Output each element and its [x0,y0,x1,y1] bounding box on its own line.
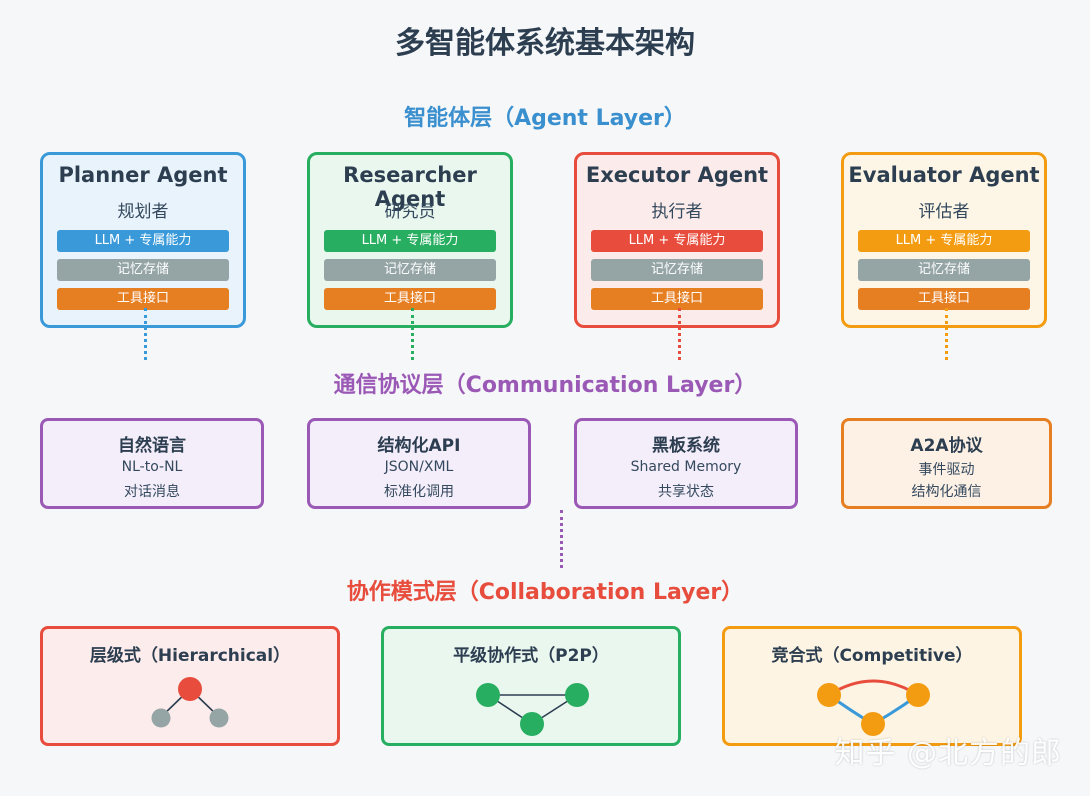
peer-node [476,683,500,707]
competition-edge [828,679,919,697]
agent-role: 规划者 [117,202,169,222]
protocol-title: 自然语言 [118,436,186,456]
agent-layer-title: 智能体层（Agent Layer） [404,106,686,131]
competitor-node [861,712,885,736]
agent-role: 评估者 [918,202,970,222]
communication-layer-title: 通信协议层（Communication Layer） [333,373,757,398]
peer-node [520,712,544,736]
llm-capability-bar: LLM + 专属能力 [858,230,1030,252]
memory-storage-bar: 记忆存储 [57,259,229,281]
connector-line-executor [678,308,681,360]
pattern-hierarchical: 层级式（Hierarchical） [40,626,340,746]
protocol-detail: 结构化通信 [911,484,982,500]
memory-storage-bar: 记忆存储 [858,259,1030,281]
protocol-blackboard: 黑板系统 Shared Memory 共享状态 [574,418,798,509]
agent-card-evaluator: Evaluator Agent 评估者 LLM + 专属能力 记忆存储 工具接口 [841,152,1047,328]
p2p-network-diagram [476,683,589,736]
protocol-detail: 标准化调用 [384,484,454,500]
protocol-a2a: A2A协议 事件驱动 结构化通信 [841,418,1052,509]
agent-role: 研究员 [384,202,436,222]
pattern-competitive: 竞合式（Competitive） [722,626,1022,746]
protocol-detail: 对话消息 [124,484,180,500]
protocol-detail: JSON/XML [384,459,454,475]
tool-interface-bar: 工具接口 [57,288,229,310]
memory-storage-bar: 记忆存储 [324,259,496,281]
llm-capability-bar: LLM + 专属能力 [57,230,229,252]
llm-capability-bar: LLM + 专属能力 [591,230,763,252]
connector-line-planner [144,308,147,360]
connector-line-collaboration [560,510,563,568]
protocol-title: A2A协议 [910,436,983,456]
agent-name: Executor Agent [585,163,769,187]
agent-card-planner: Planner Agent 规划者 LLM + 专属能力 记忆存储 工具接口 [40,152,246,328]
competitor-node [817,683,841,707]
root-node [178,677,202,701]
protocol-natural-language: 自然语言 NL-to-NL 对话消息 [40,418,264,509]
llm-capability-bar: LLM + 专属能力 [324,230,496,252]
agent-role: 执行者 [651,202,703,222]
pattern-title: 竞合式（Competitive） [771,646,973,666]
protocol-detail: NL-to-NL [121,459,183,475]
protocol-structured-api: 结构化API JSON/XML 标准化调用 [307,418,531,509]
pattern-title: 平级协作式（P2P） [453,646,609,666]
hierarchical-tree-diagram [151,677,229,728]
tool-interface-bar: 工具接口 [858,288,1030,310]
agent-card-executor: Executor Agent 执行者 LLM + 专属能力 记忆存储 工具接口 [574,152,780,328]
watermark: 知乎 @北方的郎 [834,736,1062,771]
connector-line-researcher [411,308,414,360]
pattern-p2p: 平级协作式（P2P） [381,626,681,746]
collaboration-layer-title: 协作模式层（Collaboration Layer） [346,580,744,605]
child-node [151,708,171,728]
agent-name: Researcher Agent [343,163,477,211]
agent-card-researcher: Researcher Agent 研究员 LLM + 专属能力 记忆存储 工具接… [307,152,513,328]
protocol-detail: 事件驱动 [918,462,975,478]
competitor-node [906,683,930,707]
competitive-diagram [817,679,930,736]
tool-interface-bar: 工具接口 [324,288,496,310]
protocol-detail: 共享状态 [658,484,714,500]
protocol-title: 结构化API [377,436,461,456]
agent-name: Planner Agent [58,163,228,187]
pattern-title: 层级式（Hierarchical） [89,646,291,666]
memory-storage-bar: 记忆存储 [591,259,763,281]
peer-node [565,683,589,707]
protocol-title: 黑板系统 [652,436,720,456]
child-node [209,708,229,728]
page-title: 多智能体系统基本架构 [395,26,695,61]
tool-interface-bar: 工具接口 [591,288,763,310]
connector-line-evaluator [945,308,948,360]
protocol-detail: Shared Memory [630,459,742,475]
agent-name: Evaluator Agent [848,163,1040,187]
